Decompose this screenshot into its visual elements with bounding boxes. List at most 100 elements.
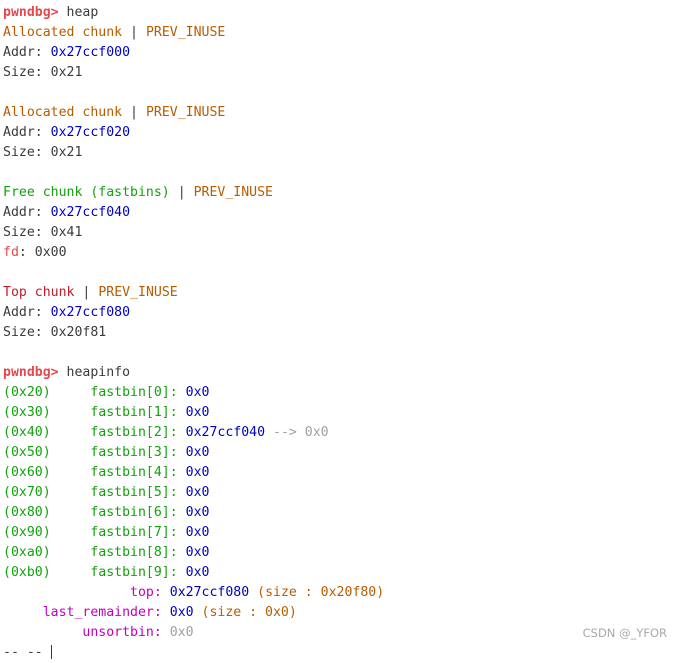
bin-size: (0xa0) xyxy=(3,545,51,560)
fastbin-row: (0x80) fastbin[6]: 0x0 xyxy=(3,503,675,523)
size-label: Size: xyxy=(3,325,43,340)
fastbin-row: (0xb0) fastbin[9]: 0x0 xyxy=(3,563,675,583)
bin-size: (0xb0) xyxy=(3,565,51,580)
chunk-size: 0x21 xyxy=(50,145,83,160)
bin-value: 0x0 xyxy=(185,385,210,400)
chunk-flag: PREV_INUSE xyxy=(145,105,226,120)
bin-size: (0x40) xyxy=(3,425,51,440)
bin-value: 0x0 xyxy=(185,465,210,480)
chunk-addr: 0x27ccf080 xyxy=(50,305,131,320)
last-remainder-label: last_remainder: xyxy=(42,605,162,620)
chunk-size: 0x41 xyxy=(50,225,83,240)
chunk-flag: PREV_INUSE xyxy=(98,285,178,300)
bin-next: --> 0x0 xyxy=(273,425,329,440)
bin-size: (0x30) xyxy=(3,405,51,420)
fastbin-row: (0x40) fastbin[2]: 0x27ccf040 --> 0x0 xyxy=(3,423,675,443)
chunk-header: Free chunk (fastbins) | PREV_INUSE xyxy=(3,183,675,203)
fastbin-row: (0x70) fastbin[5]: 0x0 xyxy=(3,483,675,503)
terminal-output[interactable]: pwndbg> heap Allocated chunk | PREV_INUS… xyxy=(3,3,675,663)
bin-name: fastbin[3]: xyxy=(90,445,178,460)
blank-line xyxy=(3,163,675,183)
command-heap: heap xyxy=(66,5,99,20)
fd-label: fd xyxy=(3,245,19,260)
chunk-size-line: Size: 0x20f81 xyxy=(3,323,675,343)
chunk-header: Allocated chunk | PREV_INUSE xyxy=(3,23,675,43)
chunk-size-line: Size: 0x21 xyxy=(3,63,675,83)
blank-line xyxy=(3,83,675,103)
chunk-fd-line: fd: 0x00 xyxy=(3,245,67,260)
bin-size: (0x60) xyxy=(3,465,51,480)
chunk-header: Top chunk | PREV_INUSE xyxy=(3,283,675,303)
prompt: pwndbg> xyxy=(3,5,59,20)
last-remainder-value: 0x0 xyxy=(169,605,194,620)
fastbin-row: (0x30) fastbin[1]: 0x0 xyxy=(3,403,675,423)
top-value: 0x27ccf080 xyxy=(169,585,250,600)
size-label: Size: xyxy=(3,225,43,240)
bin-name: fastbin[5]: xyxy=(90,485,178,500)
chunk-header: Allocated chunk | PREV_INUSE xyxy=(3,103,675,123)
bin-value: 0x0 xyxy=(185,445,210,460)
prompt: pwndbg> xyxy=(3,365,59,380)
fastbin-row: (0xa0) fastbin[8]: 0x0 xyxy=(3,543,675,563)
text-cursor xyxy=(50,645,52,659)
bin-size: (0x70) xyxy=(3,485,51,500)
chunk-title: Top chunk xyxy=(3,285,75,300)
separator: | xyxy=(177,185,186,200)
chunk-title: Allocated chunk xyxy=(3,25,123,40)
unsortbin-row: unsortbin: 0x0 xyxy=(3,623,675,643)
chunk-addr-line: Addr: 0x27ccf040 xyxy=(3,203,675,223)
bin-value: 0x0 xyxy=(185,525,210,540)
chunk-addr: 0x27ccf020 xyxy=(50,125,131,140)
chunk-title: Free chunk (fastbins) xyxy=(3,185,170,200)
bin-value: 0x27ccf040 xyxy=(185,425,266,440)
unsortbin-label: unsortbin: xyxy=(82,625,162,640)
bin-value: 0x0 xyxy=(185,565,210,580)
bin-name: fastbin[1]: xyxy=(90,405,178,420)
top-label: top: xyxy=(130,585,162,600)
last-remainder-size-note: (size : 0x0) xyxy=(201,605,297,620)
command-heapinfo: heapinfo xyxy=(66,365,131,380)
chunk-size: 0x21 xyxy=(50,65,83,80)
prompt-line-heap: pwndbg> heap xyxy=(3,3,675,23)
chunk-flag: PREV_INUSE xyxy=(193,185,273,200)
addr-label: Addr: xyxy=(3,205,43,220)
chunk-addr-line: Addr: 0x27ccf080 xyxy=(3,303,675,323)
chunk-size-line: Size: 0x41 xyxy=(3,223,675,243)
chunk-fd: 0x00 xyxy=(34,245,67,260)
chunk-flag: PREV_INUSE xyxy=(145,25,226,40)
bin-size: (0x80) xyxy=(3,505,51,520)
chunk-addr-line: Addr: 0x27ccf020 xyxy=(3,123,675,143)
fastbin-row: (0x20) fastbin[0]: 0x0 xyxy=(3,383,675,403)
bin-name: fastbin[9]: xyxy=(90,565,178,580)
separator: | xyxy=(130,105,138,120)
top-row: top: 0x27ccf080 (size : 0x20f80) xyxy=(3,583,675,603)
chunk-size: 0x20f81 xyxy=(50,325,107,340)
bin-size: (0x20) xyxy=(3,385,51,400)
blank-line xyxy=(3,263,675,283)
fastbin-row: (0x60) fastbin[4]: 0x0 xyxy=(3,463,675,483)
blank-line xyxy=(3,343,675,363)
chunk-addr-line: Addr: 0x27ccf000 xyxy=(3,43,675,63)
prompt-line-heapinfo: pwndbg> heapinfo xyxy=(3,363,675,383)
watermark: CSDN @_YFOR xyxy=(582,626,667,640)
chunk-size-line: Size: 0x21 xyxy=(3,143,675,163)
unsortbin-value: 0x0 xyxy=(169,625,194,640)
bin-name: fastbin[8]: xyxy=(90,545,178,560)
top-size-note: (size : 0x20f80) xyxy=(257,585,385,600)
partial-line: -- -- xyxy=(3,643,675,663)
last-remainder-row: last_remainder: 0x0 (size : 0x0) xyxy=(3,603,675,623)
bin-name: fastbin[2]: xyxy=(90,425,178,440)
bin-size: (0x50) xyxy=(3,445,51,460)
separator: | xyxy=(82,285,91,300)
size-label: Size: xyxy=(3,145,43,160)
addr-label: Addr: xyxy=(3,45,43,60)
addr-label: Addr: xyxy=(3,305,43,320)
fastbin-row: (0x50) fastbin[3]: 0x0 xyxy=(3,443,675,463)
bin-name: fastbin[6]: xyxy=(90,505,178,520)
size-label: Size: xyxy=(3,65,43,80)
chunk-title: Allocated chunk xyxy=(3,105,123,120)
separator: | xyxy=(130,25,138,40)
chunk-addr: 0x27ccf000 xyxy=(50,45,131,60)
bin-value: 0x0 xyxy=(185,545,210,560)
bin-name: fastbin[7]: xyxy=(90,525,178,540)
